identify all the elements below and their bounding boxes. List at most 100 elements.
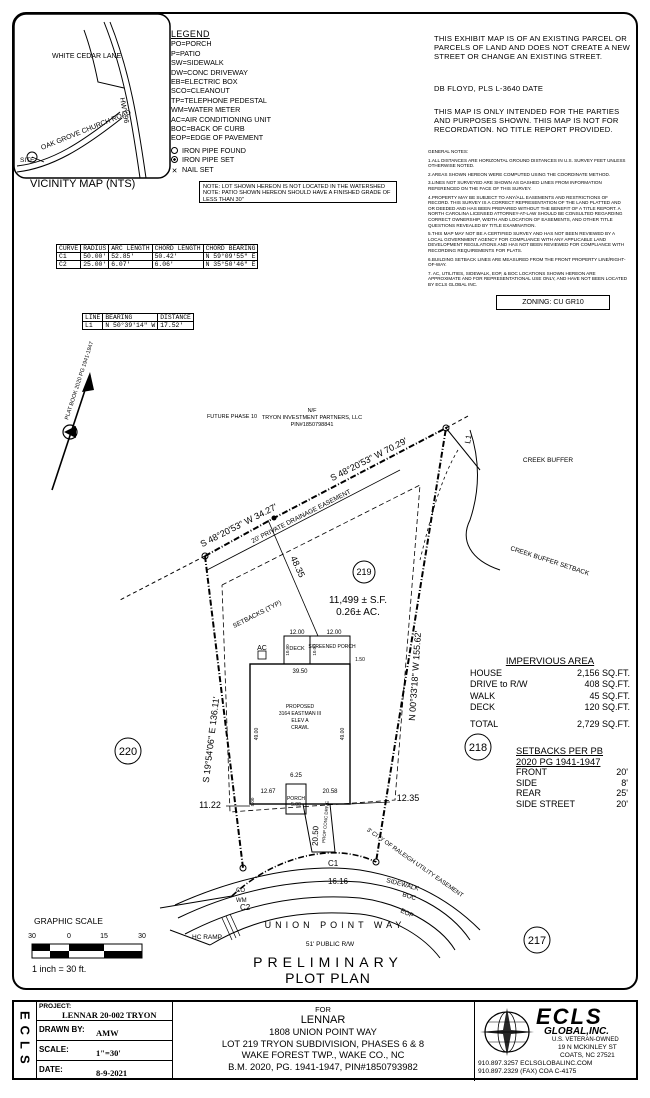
scale-tick-label: 15: [100, 933, 108, 940]
table-cell: WALK: [470, 690, 496, 701]
address-line: WAKE FOREST TWP., WAKE CO., NC: [241, 1049, 405, 1060]
ac-unit: [257, 650, 267, 660]
street-name: UNION POINT WAY: [265, 920, 406, 930]
lot-218-label: 218: [469, 742, 487, 754]
screened-porch-label: SCREENED PORCH: [308, 644, 356, 650]
legend-item: P=PATIO: [171, 48, 201, 58]
iron-pipe-found-icon: [171, 146, 178, 154]
date-value: 8-9-2021: [96, 1068, 128, 1078]
table-cell: DRIVE to R/W: [470, 679, 528, 689]
exhibit-statement-block: THIS EXHIBIT MAP IS OF AN EXISTING PARCE…: [434, 34, 634, 134]
for-label: FOR: [315, 1005, 331, 1014]
preliminary-title: PRELIMINARY: [253, 954, 403, 970]
impervious-title: IMPERVIOUS AREA: [505, 656, 595, 667]
table-cell: TOTAL: [470, 718, 499, 729]
note-item: 3.LINES NOT SURVEYED ARE SHOWN AS DASHED…: [428, 180, 602, 191]
deck-porch-outline: [283, 635, 351, 665]
company-city: COATS, NC 27521: [560, 1052, 615, 1059]
dim-20-58: 20.58: [322, 789, 338, 795]
table-cell: C2: [55, 260, 82, 269]
drawn-by-label: DRAWN BY:: [39, 1025, 85, 1034]
porch-outline: [285, 783, 307, 815]
curve-table: CURVE RADIUS ARC LENGTH CHORD LENGTH CHO…: [55, 244, 259, 269]
ac-label: AC: [257, 645, 267, 652]
drawing-sheet-border: [12, 12, 638, 990]
table-cell: REAR: [516, 788, 542, 798]
legend-item: EB=ELECTRIC BOX: [171, 77, 238, 87]
legend-item: PO=PORCH: [171, 39, 212, 49]
house-label: 3164 EASTMAN III: [279, 711, 321, 717]
driveway-outline: [302, 803, 336, 853]
neighbor-nf: N/F: [308, 408, 318, 414]
side-setback-right: 12.35: [397, 793, 420, 803]
note-item: 7. AC, UTILITIES, SIDEWALK, EOP, & BOC L…: [428, 270, 628, 287]
north-arrow: PLAT BOOK 2020 PG 1941-1947: [51, 341, 95, 491]
note-item: 5.THIS MAP MAY NOT BE A CERTIFIED SURVEY…: [428, 231, 625, 253]
future-phase-label: FUTURE PHASE 10: [207, 414, 257, 420]
date-label: DATE:: [39, 1065, 63, 1074]
left-bearing: S 19°54'06" E 136.11': [201, 696, 222, 783]
frontage-dim: 16.16: [328, 877, 349, 886]
table-cell: N 50°39'14" W: [102, 321, 159, 330]
legend-symbol-label: IRON PIPE SET: [182, 155, 235, 165]
legend-title: LEGEND: [171, 29, 210, 39]
address-line: B.M. 2020, PG. 1941-1947, PIN#1850793982: [228, 1060, 418, 1072]
title-block: ECLS PROJECT: LENNAR 20-002 TRYON DRAWN …: [12, 1000, 638, 1081]
setbacks-title: SETBACKS PER PB: [516, 745, 604, 756]
table-row: DRIVE to R/W 408 SQ.FT.: [470, 679, 630, 691]
right-of-way-label: 51' PUBLIC R/W: [306, 941, 355, 948]
legend-item: SCO=CLEANOUT: [171, 86, 230, 96]
legend-item: WM=WATER METER: [171, 105, 241, 115]
drive-length: 20.50: [311, 825, 321, 846]
legend-item: AC=AIR CONDITIONING UNIT: [171, 114, 272, 124]
creek-buffer-setback-label: CREEK BUFFER SETBACK: [509, 545, 590, 577]
prop-conc-drive-label: PROP CONC DRIVE: [321, 801, 330, 843]
side-logo: ECLS: [17, 1010, 33, 1070]
rear-bearing-1: S 48°20'53" W 70.29': [329, 436, 409, 484]
table-cell: 6.07': [108, 260, 153, 269]
vicinity-title: VICINITY MAP (NTS): [30, 178, 136, 190]
dim-10-b: 10.00: [312, 644, 317, 656]
porch-label: PORCH: [287, 796, 305, 802]
house-label: ELEV A: [291, 718, 309, 724]
table-row: WALK 45 SQ.FT.: [470, 691, 630, 703]
neighbor-owner: TRYON INVESTMENT PARTNERS, LLC: [262, 415, 362, 421]
hwy-label: HWY 96: [118, 97, 129, 124]
table-cell: SIDE STREET: [516, 798, 576, 809]
eop-label: EOP: [399, 907, 414, 919]
table-cell: 45 SQ.FT.: [589, 690, 630, 701]
curve-c1-tag: C1: [328, 859, 339, 868]
plat-drawing: PLAT BOOK 2020 PG 1941-1947 N/F TRYON IN…: [51, 341, 590, 959]
project-value: LENNAR 20-002 TRYON: [62, 1010, 157, 1020]
legend-item: DW=CONC DRIVEWAY: [171, 67, 248, 77]
table-cell: HOUSE: [470, 667, 503, 678]
address-line: 1808 UNION POINT WAY: [269, 1026, 377, 1037]
dim-5-00: 5.00: [250, 797, 255, 806]
globe-logo-icon: [480, 1008, 534, 1056]
note-item: 4.PROPERTY MAY BE SUBJECT TO ANY/ALL EAS…: [428, 194, 623, 228]
dim-12-left: 12.00: [289, 630, 305, 636]
table-cell: L1: [81, 321, 104, 330]
graphic-scale: 30 0 15 30 1 inch = 30 ft.: [28, 933, 146, 974]
zoning-box: ZONING: CU GR10: [496, 295, 610, 310]
table-cell: 6.06': [151, 260, 204, 269]
table-row: L1 N 50°39'14" W 17.52': [81, 321, 194, 330]
legend-item: SW=SIDEWALK: [171, 58, 224, 68]
neighbor-pin: PIN#1850798841: [291, 422, 334, 428]
rear-bearing-2: S 48°20'53" W 34.27': [199, 502, 279, 550]
house-label: CRAWL: [291, 725, 309, 731]
exhibit-statement: THIS EXHIBIT MAP IS OF AN EXISTING PARCE…: [434, 34, 630, 62]
table-cell: 408 SQ.FT.: [584, 679, 630, 689]
table-header-row: CURVE RADIUS ARC LENGTH CHORD LENGTH CHO…: [55, 244, 259, 253]
plot-plan-title: PLOT PLAN: [285, 970, 371, 986]
table-row: TOTAL 2,729 SQ.FT.: [470, 719, 630, 731]
table-cell: 2,729 SQ.FT.: [576, 718, 630, 729]
setbacks-typ-label: SETBACKS (TYP): [232, 599, 283, 630]
dim-12-right: 12.00: [326, 630, 342, 636]
legend-symbol-label: NAIL SET: [182, 164, 214, 174]
